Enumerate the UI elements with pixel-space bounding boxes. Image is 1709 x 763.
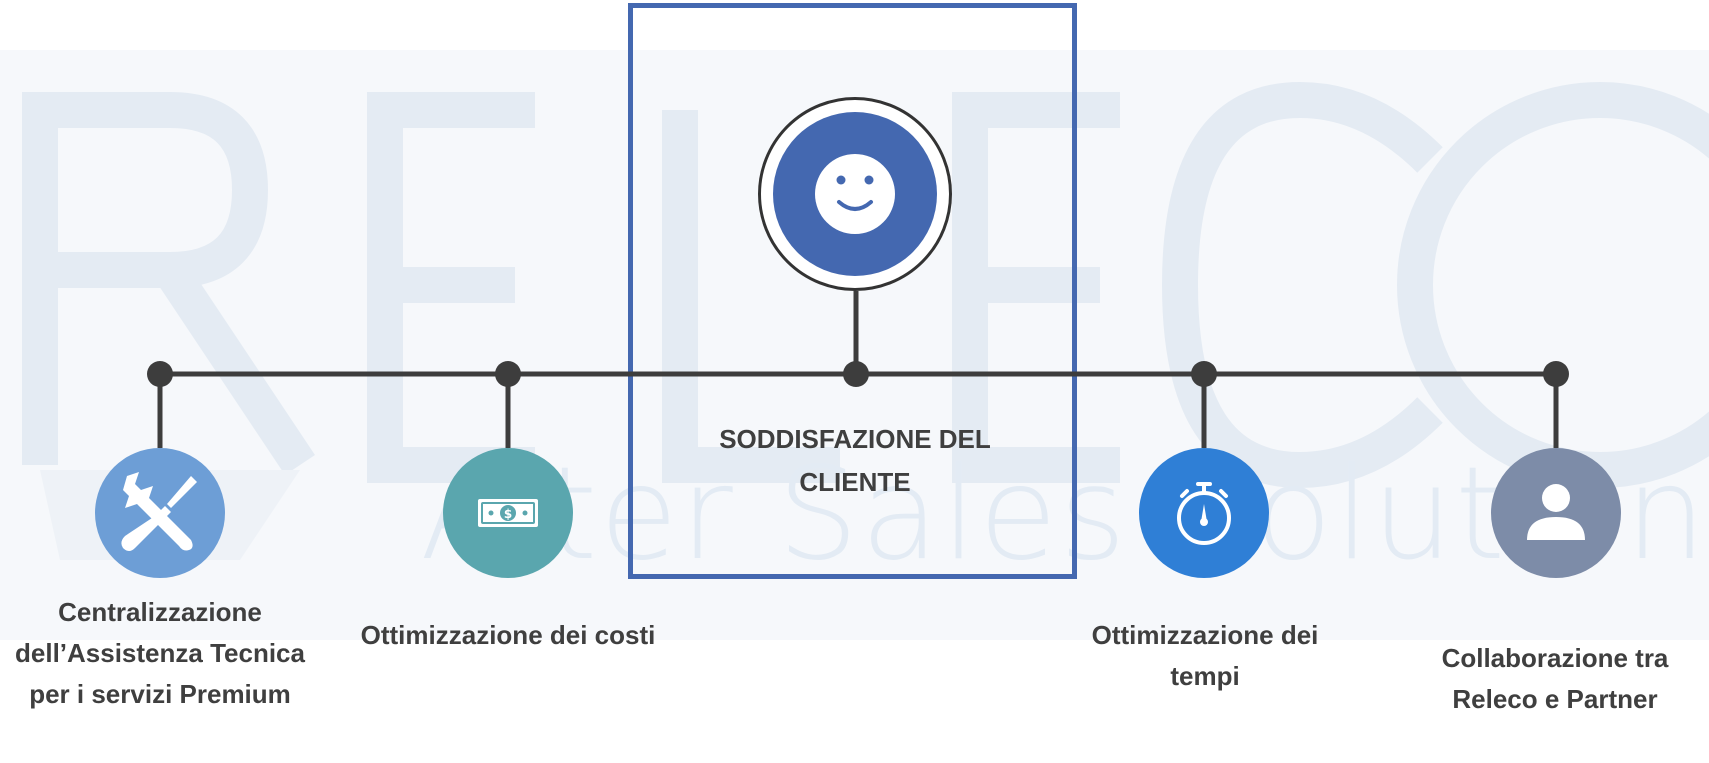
timeline-node [1543, 361, 1569, 387]
item-circle-tempi [1139, 448, 1269, 578]
timeline-node [843, 361, 869, 387]
svg-text:$: $ [504, 507, 512, 521]
banknote-icon: $ [478, 499, 538, 527]
user-icon [1527, 484, 1585, 540]
item-label-costi: Ottimizzazione dei costi [360, 620, 656, 650]
timeline-node [1191, 361, 1217, 387]
item-circle-collaborazione [1491, 448, 1621, 578]
center-highlight-frame [628, 3, 1077, 579]
item-label-tempi: Ottimizzazione dei tempi [1091, 620, 1319, 691]
item-circle-assistenza [95, 448, 225, 578]
timeline-node [495, 361, 521, 387]
item-label-assistenza: Centralizzazione dell’Assistenza Tecnica… [15, 597, 305, 709]
smiley-face-icon [815, 154, 895, 234]
stopwatch-icon [1177, 482, 1231, 545]
center-title: SODDISFAZIONE DEL CLIENTE [719, 424, 991, 497]
item-circle-costi: $ [443, 448, 573, 578]
item-label-collaborazione: Collaborazione tra Releco e Partner [1441, 643, 1669, 714]
wrench-screwdriver-icon [121, 472, 197, 551]
center-disc [773, 112, 937, 276]
timeline-node [147, 361, 173, 387]
